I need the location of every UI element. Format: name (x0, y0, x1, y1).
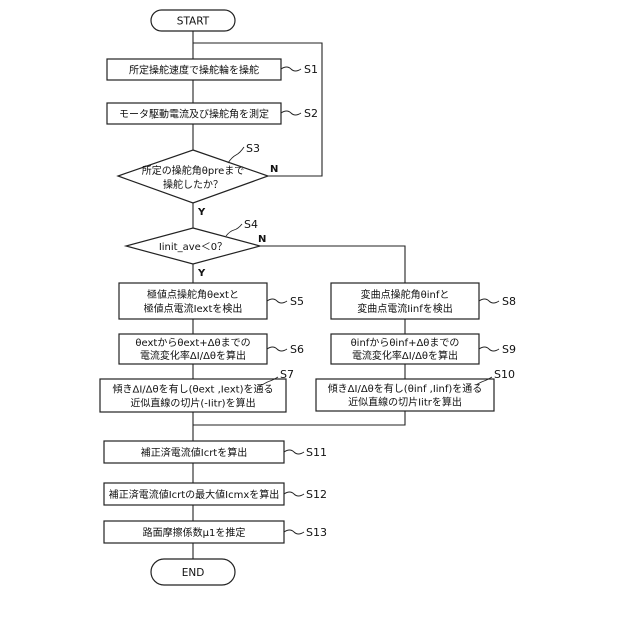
leader-s8 (479, 299, 499, 303)
start-terminator: START (151, 10, 235, 31)
leader-s3 (228, 147, 244, 163)
step-s2-text: モータ駆動電流及び操舵角を測定 (119, 108, 269, 121)
start-label: START (177, 16, 210, 28)
leader-s6 (267, 347, 287, 351)
label-s2: S2 (304, 107, 318, 120)
step-s1: 所定操舵速度で操舵輪を操舵 (107, 59, 281, 80)
step-s9: θinfからθinf+Δθまでの 電流変化率ΔI/Δθを算出 (331, 334, 479, 364)
label-s3: S3 (246, 142, 260, 155)
branch-s3-yes: Y (197, 207, 206, 218)
step-s7-text-line2: 近似直線の切片(-Iitr)を算出 (130, 397, 255, 410)
edge-s4-s8-no (260, 246, 405, 283)
step-s13-text: 路面摩擦係数μ1を推定 (143, 526, 246, 539)
leader-s9 (479, 347, 499, 351)
step-s5-text-line2: 極値点電流Iextを検出 (144, 302, 243, 315)
step-s10-text-line1: 傾きΔI/Δθを有し(θinf ,Iinf)を通る (328, 382, 483, 395)
step-s8-text-line1: 変曲点操舵角θinfと (361, 288, 450, 301)
step-s4-text: Iinit_ave＜0？ (159, 242, 227, 253)
label-s10: S10 (494, 368, 515, 381)
step-s3: 所定の操舵角θpreまで 操舵したか？ (118, 150, 268, 203)
step-s9-text-line2: 電流変化率ΔI/Δθを算出 (352, 349, 458, 362)
step-s10: 傾きΔI/Δθを有し(θinf ,Iinf)を通る 近似直線の切片Iitrを算出 (316, 379, 494, 411)
step-s12: 補正済電流値Icrtの最大値Icmxを算出 (104, 483, 284, 505)
label-s12: S12 (306, 488, 327, 501)
step-s13: 路面摩擦係数μ1を推定 (104, 521, 284, 543)
label-s6: S6 (290, 343, 304, 356)
step-s7: 傾きΔI/Δθを有し(θext ,Iext)を通る 近似直線の切片(-Iitr)… (100, 379, 286, 412)
step-s5-text-line1: 極値点操舵角θextと (147, 288, 239, 301)
step-s9-text-line1: θinfからθinf+Δθまでの (351, 337, 460, 349)
leader-s11 (284, 450, 304, 454)
step-s5: 極値点操舵角θextと 極値点電流Iextを検出 (119, 283, 267, 319)
branch-s3-no: N (270, 164, 278, 175)
label-s7: S7 (280, 368, 294, 381)
step-s6-text-line2: 電流変化率ΔI/Δθを算出 (140, 349, 246, 362)
step-s8: 変曲点操舵角θinfと 変曲点電流Iinfを検出 (331, 283, 479, 319)
leader-s1 (281, 67, 301, 71)
leader-s4 (226, 224, 242, 236)
step-s4: Iinit_ave＜0？ (126, 228, 260, 264)
step-s6: θextからθext+Δθまでの 電流変化率ΔI/Δθを算出 (119, 334, 267, 364)
step-s1-text: 所定操舵速度で操舵輪を操舵 (129, 64, 259, 77)
edge-s10-merge (193, 411, 405, 425)
label-s9: S9 (502, 343, 516, 356)
label-s4: S4 (244, 218, 258, 231)
leader-s12 (284, 492, 304, 496)
branch-s4-yes: Y (197, 268, 206, 279)
step-s3-text-line2: 操舵したか？ (163, 178, 223, 191)
step-s12-text: 補正済電流値Icrtの最大値Icmxを算出 (109, 488, 280, 501)
leader-s13 (284, 530, 304, 534)
label-s8: S8 (502, 295, 516, 308)
step-s11: 補正済電流値Icrtを算出 (104, 441, 284, 463)
step-s10-text-line2: 近似直線の切片Iitrを算出 (348, 396, 462, 409)
step-s3-text-line1: 所定の操舵角θpreまで (142, 164, 245, 177)
label-s13: S13 (306, 526, 327, 539)
step-s11-text: 補正済電流値Icrtを算出 (141, 446, 247, 459)
step-s2: モータ駆動電流及び操舵角を測定 (107, 103, 281, 124)
branch-s4-no: N (258, 234, 266, 245)
leader-s5 (267, 299, 287, 303)
leader-s2 (281, 111, 301, 115)
step-s6-text-line1: θextからθext+Δθまでの (135, 337, 250, 349)
label-s5: S5 (290, 295, 304, 308)
end-terminator: END (151, 559, 235, 585)
step-s8-text-line2: 変曲点電流Iinfを検出 (357, 302, 453, 315)
end-label: END (182, 567, 205, 579)
step-s7-text-line1: 傾きΔI/Δθを有し(θext ,Iext)を通る (113, 383, 274, 396)
label-s1: S1 (304, 63, 318, 76)
label-s11: S11 (306, 446, 327, 459)
